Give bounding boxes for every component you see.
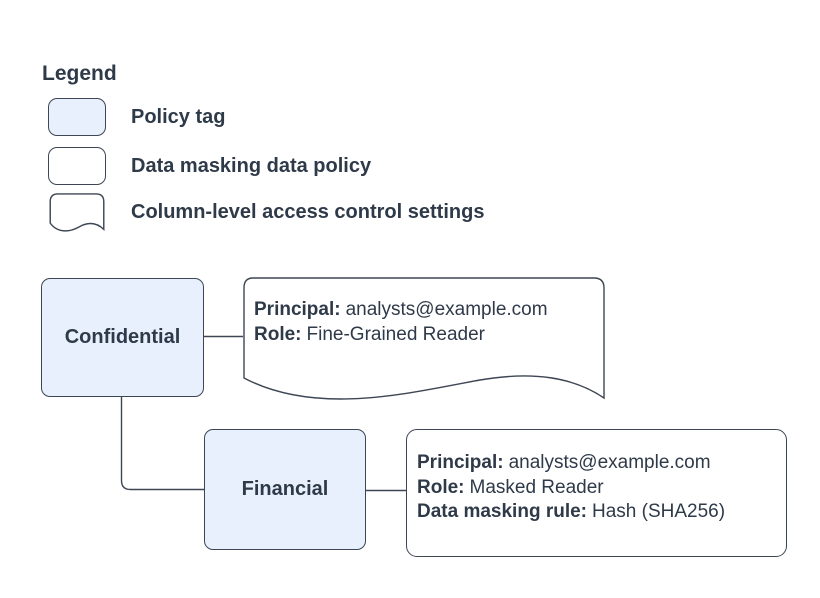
access-settings-line: Role:Fine-Grained Reader <box>254 323 548 348</box>
legend-item-label: Column-level access control settings <box>131 200 485 223</box>
legend-item-label: Policy tag <box>131 105 226 128</box>
connector-confidential-to-financial <box>120 397 204 491</box>
policy-tag-swatch-icon <box>48 98 106 136</box>
access-settings-line: Principal:analysts@example.com <box>254 298 548 323</box>
data-policy-line: Data masking rule:Hash (SHA256) <box>417 500 778 525</box>
field-value: Fine-Grained Reader <box>306 323 485 345</box>
legend-item-access-control: Column-level access control settings <box>48 193 484 237</box>
policy-tag-label: Financial <box>241 478 329 500</box>
data-policy-swatch-icon <box>48 147 106 185</box>
legend-item-policy-tag: Policy tag <box>48 98 225 136</box>
field-label: Role: <box>254 323 302 345</box>
legend-item-data-policy: Data masking data policy <box>48 147 371 185</box>
legend-title: Legend <box>42 62 117 85</box>
field-value: Masked Reader <box>469 476 604 498</box>
field-value: analysts@example.com <box>508 452 711 473</box>
policy-tag-label: Confidential <box>64 326 181 348</box>
field-label: Principal: <box>254 299 341 320</box>
field-label: Data masking rule: <box>417 501 587 522</box>
legend-item-label: Data masking data policy <box>131 154 372 177</box>
field-value: Hash (SHA256) <box>592 501 726 522</box>
document-shape <box>243 277 605 400</box>
data-policy-line: Role:Masked Reader <box>417 476 778 501</box>
field-label: Principal: <box>417 452 504 473</box>
field-label: Role: <box>417 476 465 498</box>
policy-tag-financial: Financial <box>204 429 366 550</box>
access-settings-document: Principal:analysts@example.com Role:Fine… <box>243 277 605 407</box>
policy-tag-confidential: Confidential <box>41 278 204 397</box>
document-swatch-icon <box>49 193 105 232</box>
access-settings-text: Principal:analysts@example.com Role:Fine… <box>254 298 548 347</box>
data-policy-card: Principal:analysts@example.com Role:Mask… <box>406 429 787 557</box>
data-policy-line: Principal:analysts@example.com <box>417 451 778 476</box>
field-value: analysts@example.com <box>345 299 548 320</box>
